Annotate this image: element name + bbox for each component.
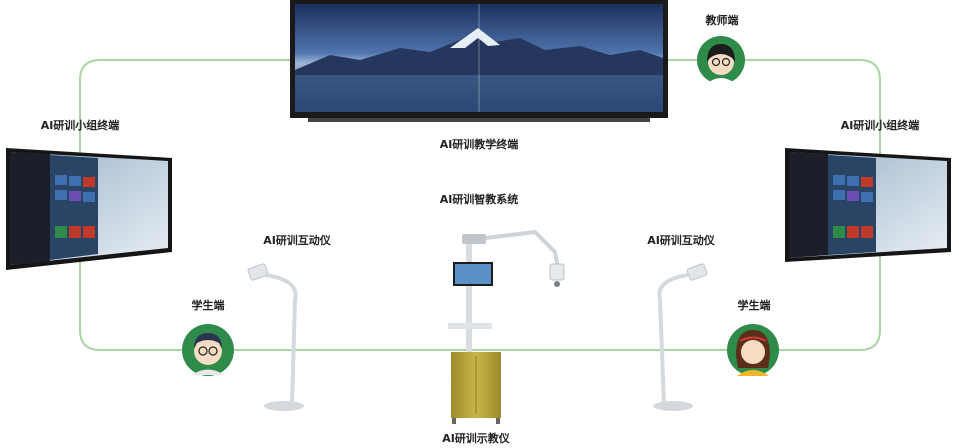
left-interactive-label: AI研训互动仪 [263, 234, 331, 247]
teacher-avatar [697, 36, 745, 84]
left-group-terminal-display [6, 148, 172, 270]
right-interactive-label: AI研训互动仪 [647, 234, 715, 247]
teaching-terminal-label: AI研训教学终端 [439, 138, 519, 151]
demo-device-label: AI研训示教仪 [442, 432, 510, 445]
teaching-terminal-display [290, 0, 668, 122]
right-group-terminal-display [785, 148, 951, 262]
teacher-label: 教师端 [705, 14, 739, 27]
left-group-terminal-label: AI研训小组终端 [40, 119, 120, 132]
right-interactive-device [653, 263, 708, 411]
right-group-terminal-label: AI研训小组终端 [840, 119, 920, 132]
student-left-avatar [182, 324, 234, 376]
smart-teaching-station [448, 229, 565, 424]
left-interactive-device [247, 263, 304, 411]
right-student-label: 学生端 [737, 299, 771, 312]
smart-system-label: AI研训智教系统 [439, 193, 519, 206]
left-student-label: 学生端 [191, 299, 225, 312]
student-right-avatar [727, 324, 779, 376]
